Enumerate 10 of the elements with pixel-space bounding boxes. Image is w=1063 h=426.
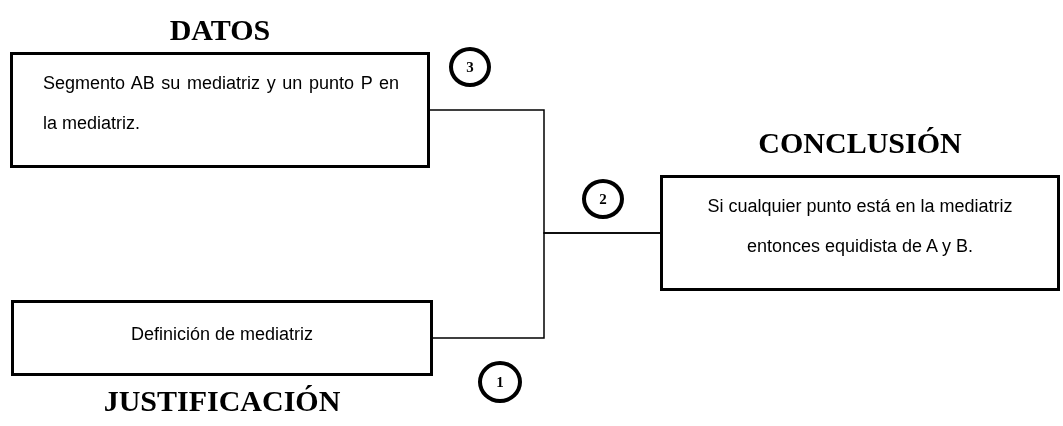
section-heading: JUSTIFICACIÓN	[103, 383, 341, 419]
box-text: Segmento AB su mediatriz y un punto P en la mediatriz.	[43, 72, 399, 135]
connector-line	[432, 232, 661, 339]
number-circle: 1	[478, 361, 522, 403]
box-text: Si cualquier punto está en la mediatriz entonces equidista de A y B.	[706, 195, 1014, 258]
box-text: Definición de mediatriz	[130, 323, 314, 346]
section-heading: CONCLUSIÓN	[758, 125, 962, 161]
number-circle: 3	[449, 47, 491, 87]
number-circle: 2	[582, 179, 624, 219]
section-heading: DATOS	[169, 12, 271, 48]
